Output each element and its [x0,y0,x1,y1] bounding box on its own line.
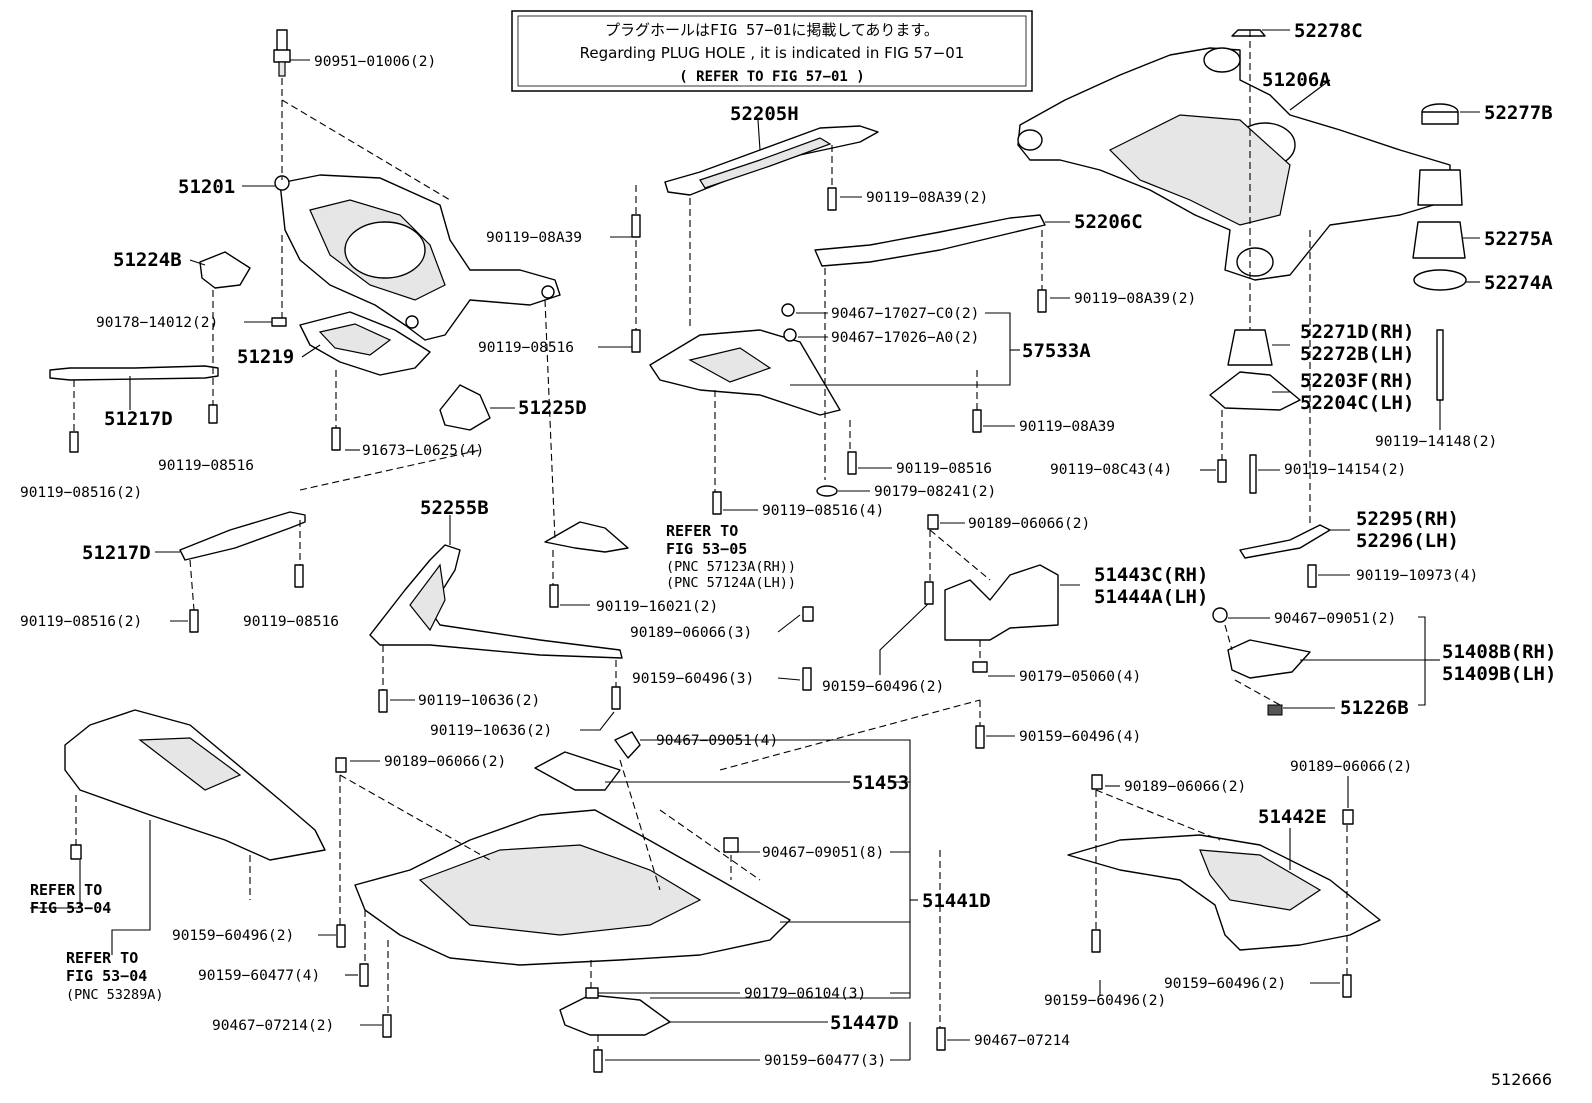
label-90179-06104: 90179−06104(3) [744,986,866,1002]
label-90189-06066-2c: 90189−06066(2) [1124,779,1246,795]
label-90467-09051-8: 90467−09051(8) [762,845,884,861]
label-51409b: 51409B(LH) [1442,663,1556,685]
label-90119-08a39-2a: 90119−08A39(2) [866,190,988,206]
label-51217d-mid: 51217D [82,542,151,564]
label-90467-09051-4: 90467−09051(4) [656,733,778,749]
label-51447d: 51447D [830,1012,899,1034]
label-90178-14012: 90178−14012(2) [96,315,218,331]
label-90159-60496-3: 90159−60496(3) [632,671,754,687]
label-52255b: 52255B [420,497,489,519]
label-51441d: 51441D [922,890,991,912]
label-51443c: 51443C(RH) [1094,564,1208,586]
label-51442e: 51442E [1258,806,1327,828]
label-52275a: 52275A [1484,228,1553,250]
label-57533a: 57533A [1022,340,1091,362]
label-90159-60496-2c: 90159−60496(2) [1044,993,1166,1009]
label-90179-05060: 90179−05060(4) [1019,669,1141,685]
label-51225d: 51225D [518,397,587,419]
label-52277b: 52277B [1484,102,1553,124]
label-52203f: 52203F(RH) [1300,370,1414,392]
label-90159-60477-4: 90159−60477(4) [198,968,320,984]
label-90119-08516-a: 90119−08516 [158,458,254,474]
dashed-guides [73,30,1348,1050]
ref-fig5304-b-line3: (PNC 53289A) [66,987,164,1003]
label-90467-17026: 90467−17026−A0(2) [831,330,979,346]
label-90119-10636-a: 90119−10636(2) [418,693,540,709]
notice-line-jp: プラグホールはFIG 57−01に掲載してあります。 [605,21,939,39]
notice-line-en: Regarding PLUG HOLE , it is indicated in… [580,44,965,62]
label-51444a: 51444A(LH) [1094,586,1208,608]
label-90119-08a39-2b: 90119−08A39(2) [1074,291,1196,307]
label-52272b: 52272B(LH) [1300,343,1414,365]
label-90467-09051-2: 90467−09051(2) [1274,611,1396,627]
ref-fig5304-b-line2: FIG 53−04 [66,967,147,985]
label-90119-08516-2b: 90119−08516(2) [20,614,142,630]
notice-box: プラグホールはFIG 57−01に掲載してあります。 Regarding PLU… [511,10,1033,92]
label-51453: 51453 [852,772,909,794]
label-90159-60496-2b: 90159−60496(2) [172,928,294,944]
label-90189-06066-3: 90189−06066(3) [630,625,752,641]
ref-fig5305-line2: FIG 53−05 [666,540,747,558]
label-51226b: 51226B [1340,697,1409,719]
notice-line-ref: ( REFER TO FIG 57−01 ) [679,69,864,85]
label-90467-07214-2: 90467−07214(2) [212,1018,334,1034]
label-51217d-top: 51217D [104,408,173,430]
label-90119-16021: 90119−16021(2) [596,599,718,615]
label-52295: 52295(RH) [1356,508,1459,530]
label-52204c: 52204C(LH) [1300,392,1414,414]
label-52205h: 52205H [730,103,799,125]
label-90467-07214: 90467−07214 [974,1033,1070,1049]
leader-lines [30,29,1480,1061]
label-90119-08516-4: 90119−08516(4) [762,503,884,519]
label-52206c: 52206C [1074,211,1143,233]
ref-fig5304-a-line2: FIG 53−04 [30,899,111,917]
label-90159-60496-2a: 90159−60496(2) [822,679,944,695]
label-90189-06066-2b: 90189−06066(2) [384,754,506,770]
label-52296: 52296(LH) [1356,530,1459,552]
label-90119-08516-b: 90119−08516 [478,340,574,356]
diagram-id: 512666 [1491,1070,1552,1089]
label-90159-60477-3: 90159−60477(3) [764,1053,886,1069]
label-51206a: 51206A [1262,69,1331,91]
ref-fig5305-line1: REFER TO [666,522,738,540]
label-90159-60496-4: 90159−60496(4) [1019,729,1141,745]
label-90119-14148: 90119−14148(2) [1375,434,1497,450]
label-90119-08c43: 90119−08C43(4) [1050,462,1172,478]
label-90179-08241: 90179−08241(2) [874,484,996,500]
label-51224b: 51224B [113,249,182,271]
part-shapes [49,29,1467,1073]
label-90119-14154: 90119−14154(2) [1284,462,1406,478]
label-91673-l0625: 91673−L0625(4) [362,443,484,459]
label-90119-08516-d: 90119−08516 [243,614,339,630]
ref-fig5305-line4: (PNC 57124A(LH)) [666,575,796,591]
part-labels: 90951−01006(2) 51201 51224B 90178−14012(… [20,20,1556,1089]
label-90159-60496-2d: 90159−60496(2) [1164,976,1286,992]
label-52278c: 52278C [1294,20,1363,42]
label-51408b: 51408B(RH) [1442,641,1556,663]
label-52274a: 52274A [1484,272,1553,294]
label-90119-08516-2a: 90119−08516(2) [20,485,142,501]
label-90119-10636-b: 90119−10636(2) [430,723,552,739]
ref-fig5305-line3: (PNC 57123A(RH)) [666,559,796,575]
label-90951-01006: 90951−01006(2) [314,54,436,70]
label-90189-06066-2d: 90189−06066(2) [1290,759,1412,775]
label-90119-08516-c: 90119−08516 [896,461,992,477]
label-51219: 51219 [237,346,294,368]
label-90119-08a39-a: 90119−08A39 [486,230,582,246]
label-51201: 51201 [178,176,235,198]
label-90467-17027: 90467−17027−C0(2) [831,306,979,322]
label-90189-06066-2a: 90189−06066(2) [968,516,1090,532]
label-90119-10973: 90119−10973(4) [1356,568,1478,584]
label-52271d: 52271D(RH) [1300,321,1414,343]
ref-fig5304-a-line1: REFER TO [30,881,102,899]
ref-fig5304-b-line1: REFER TO [66,949,138,967]
label-90119-08a39-b: 90119−08A39 [1019,419,1115,435]
